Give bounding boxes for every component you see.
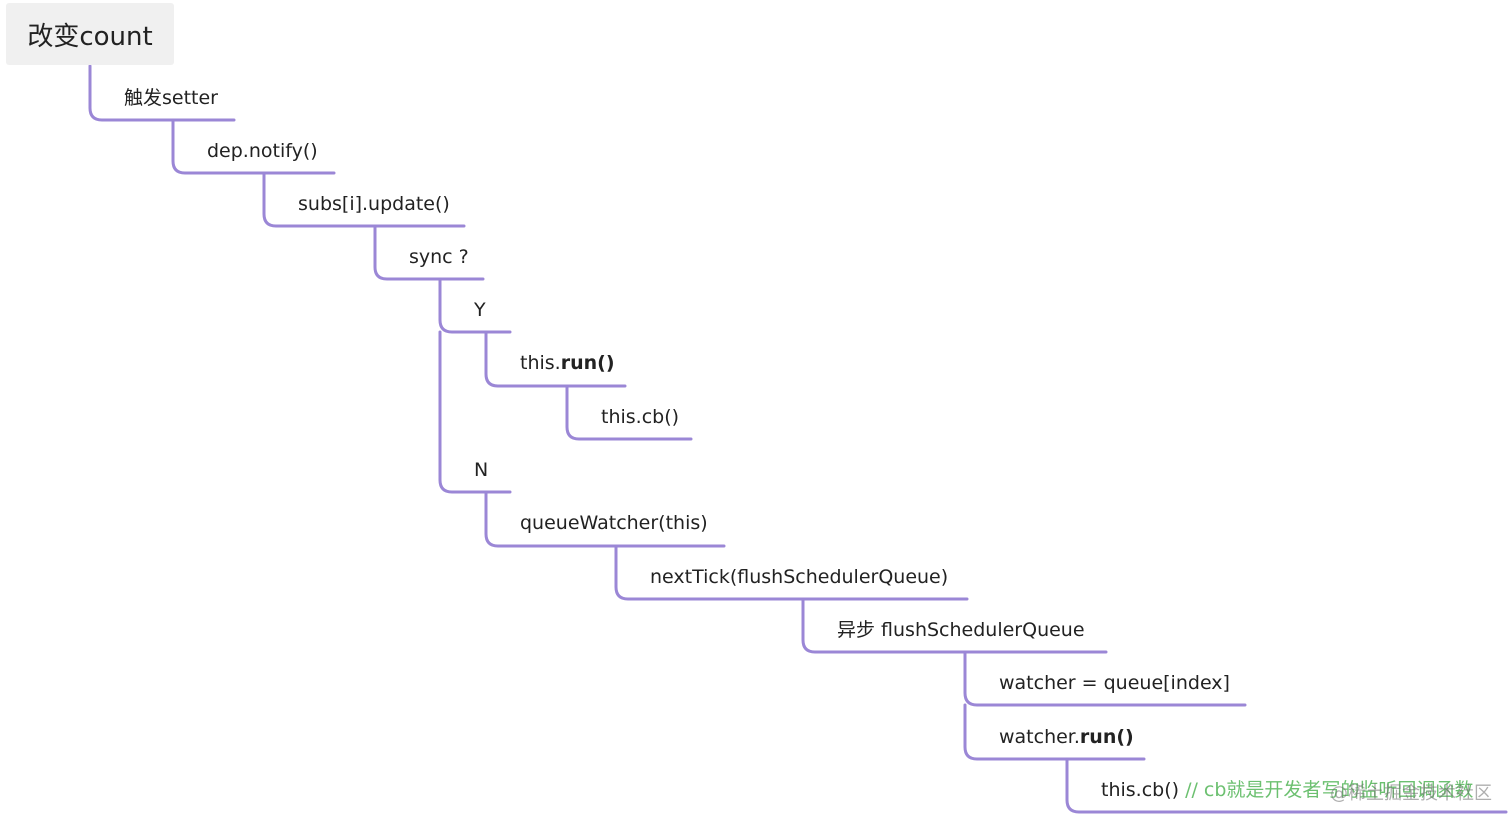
watermark: @稀土掘金技术社区 — [1330, 783, 1492, 804]
node-this-run[interactable]: this.run() — [520, 351, 615, 375]
connector-next-tick — [614, 544, 969, 601]
node-next-tick[interactable]: nextTick(flushSchedulerQueue) — [650, 565, 948, 589]
node-watcher-assign[interactable]: watcher = queue[index] — [999, 671, 1230, 695]
node-setter[interactable]: 触发setter — [124, 86, 218, 110]
connector-no — [438, 330, 512, 494]
node-this-run-prefix: this. — [520, 352, 561, 374]
node-subs-update[interactable]: subs[i].update() — [298, 192, 450, 216]
node-this-run-bold: run() — [560, 352, 615, 374]
connector-setter — [88, 64, 236, 122]
node-setter-label: 触发setter — [124, 87, 218, 109]
node-async-flush[interactable]: 异步 flushSchedulerQueue — [837, 618, 1085, 642]
node-async-flush-label: 异步 flushSchedulerQueue — [837, 619, 1085, 641]
connector-async-flush — [801, 597, 1108, 654]
connector-notify — [171, 118, 336, 175]
node-this-cb-2-comment: // cb就是开发者写的监听回调函数 — [1179, 779, 1474, 801]
connector-this-cb-1 — [565, 384, 693, 441]
node-watcher-assign-label: watcher = queue[index] — [999, 672, 1230, 694]
node-this-cb-2[interactable]: this.cb() // cb就是开发者写的监听回调函数 — [1101, 778, 1473, 802]
connector-yes — [438, 277, 512, 334]
node-sync[interactable]: sync ? — [409, 245, 469, 269]
node-this-cb-2-label: this.cb() — [1101, 779, 1180, 801]
node-yes-label: Y — [474, 299, 486, 321]
connector-sync — [373, 224, 485, 281]
connector-watcher-assign — [963, 650, 1247, 707]
root-node[interactable]: 改变count — [6, 3, 174, 65]
node-dep-notify-label: dep.notify() — [207, 140, 318, 162]
connector-this-cb-2 — [1065, 757, 1508, 814]
node-no-label: N — [474, 459, 489, 481]
node-watcher-run[interactable]: watcher.run() — [999, 725, 1134, 749]
node-watcher-run-prefix: watcher. — [999, 726, 1080, 748]
node-this-cb-1[interactable]: this.cb() — [601, 405, 679, 429]
root-label: 改变count — [27, 21, 153, 52]
node-yes[interactable]: Y — [474, 298, 486, 322]
connector-watcher-run — [963, 703, 1146, 761]
connector-queue-watcher — [484, 490, 726, 548]
node-queue-watcher[interactable]: queueWatcher(this) — [520, 511, 708, 535]
connector-update — [262, 171, 466, 228]
connector-this-run — [484, 330, 627, 388]
node-sync-label: sync ? — [409, 246, 469, 268]
node-subs-update-label: subs[i].update() — [298, 193, 450, 215]
node-queue-watcher-label: queueWatcher(this) — [520, 512, 708, 534]
node-no[interactable]: N — [474, 458, 488, 482]
node-watcher-run-bold: run() — [1079, 726, 1134, 748]
node-dep-notify[interactable]: dep.notify() — [207, 139, 318, 163]
node-next-tick-label: nextTick(flushSchedulerQueue) — [650, 566, 949, 588]
node-this-cb-1-label: this.cb() — [601, 406, 680, 428]
